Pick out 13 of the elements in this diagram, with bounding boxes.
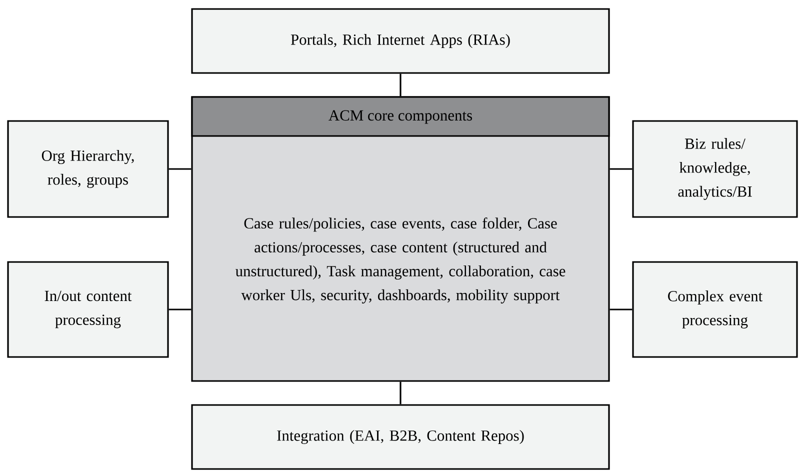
component-box: Integration (EAI, B2B, Content Repos) [191,404,610,470]
connector-line [610,168,632,170]
connector-line [610,308,632,310]
core-components-box: ACM core components Case rules/policies, case events, case folder, Case actions/processes, case content (structured and unstructured), Task management, collaboration, case worker Uls, security, dashboards, mobility support [191,96,610,382]
connector-line [168,168,192,170]
connector-line [400,74,402,96]
component-box: Biz rules/ knowledge, analytics/BI [632,120,798,218]
component-box: In/out content processing [7,261,169,358]
component-box: Portals, Rich Internet Apps (RIAs) [191,8,610,74]
connector-line [400,382,402,404]
component-box: Org Hierarchy, roles, groups [7,120,169,218]
component-box: Complex event processing [632,261,798,358]
connector-line [168,308,192,310]
